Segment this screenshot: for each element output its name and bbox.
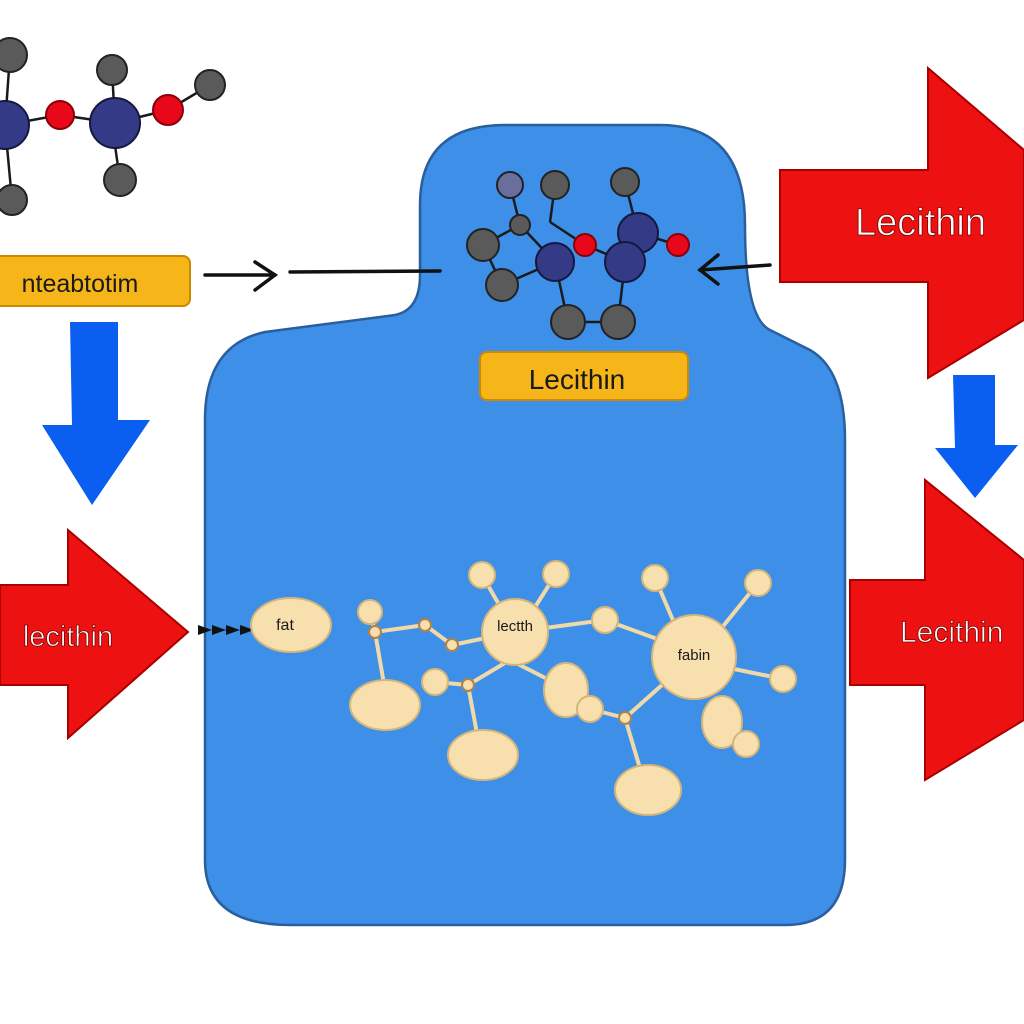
right-node-label: fabin xyxy=(678,647,711,664)
center-label-text: Lecithin xyxy=(529,364,626,395)
red-arrow-right-bottom-icon xyxy=(849,477,1024,782)
center-node-label: lectth xyxy=(497,618,533,635)
molecule-top-left-icon xyxy=(0,37,226,216)
red-arrow-right-top-text: Lecithin xyxy=(855,202,986,244)
fat-network-icon xyxy=(250,560,797,816)
red-arrow-left-text: lecithin xyxy=(23,621,113,653)
center-label-box xyxy=(479,351,689,401)
blue-down-arrow-left-icon xyxy=(42,322,150,505)
fat-pointer-arrow-icon xyxy=(198,625,254,635)
top-left-label-box xyxy=(0,255,191,307)
molecule-center-icon xyxy=(466,167,690,340)
red-arrow-left-icon xyxy=(0,527,190,741)
fat-blob-label: fat xyxy=(276,617,294,634)
red-arrow-right-top-icon xyxy=(779,65,1024,380)
container-shape xyxy=(203,123,847,927)
blue-down-arrow-right-icon xyxy=(935,375,1018,498)
pointer-arrow-left-icon xyxy=(203,260,442,292)
red-arrow-right-bottom-text: Lecithin xyxy=(900,616,1003,649)
pointer-arrow-right-icon xyxy=(697,253,772,286)
top-left-label-text: nteabtotim xyxy=(22,270,139,298)
